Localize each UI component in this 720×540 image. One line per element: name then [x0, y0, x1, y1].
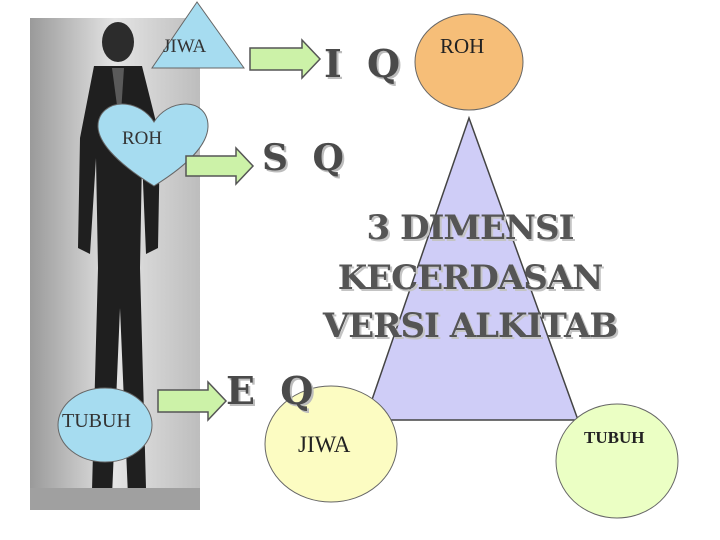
arrow-to-iq: [249, 38, 322, 80]
jiwa-left-label: JIWA: [163, 36, 207, 57]
roh-ellipse-shape: [414, 13, 524, 111]
roh-top-label: ROH: [440, 34, 485, 58]
title-line-1: 3 DIMENSI: [366, 208, 575, 248]
tubuh-bottom-label: TUBUH: [584, 428, 645, 447]
jiwa-ellipse-shape: [264, 385, 398, 503]
iq-label: I Q: [324, 41, 407, 86]
tubuh-left-label: TUBUH: [62, 410, 131, 432]
tubuh-circle-shape: [57, 387, 153, 463]
roh-left-label: ROH: [122, 128, 163, 149]
tubuh-ellipse-shape: [555, 403, 679, 519]
jiwa-triangle-shape: [151, 1, 245, 69]
title-line-3: VERSI ALKITAB: [322, 306, 618, 346]
jiwa-bottom-label: JIWA: [298, 432, 351, 457]
roh-heart-shape: [97, 103, 209, 187]
arrow-to-sq: [185, 146, 255, 186]
sq-label: S Q: [262, 137, 350, 179]
title-line-2: KECERDASAN: [337, 258, 604, 298]
eq-label: E Q: [226, 368, 320, 413]
arrow-to-eq: [157, 380, 228, 422]
pyramid-triangle: [363, 115, 580, 421]
